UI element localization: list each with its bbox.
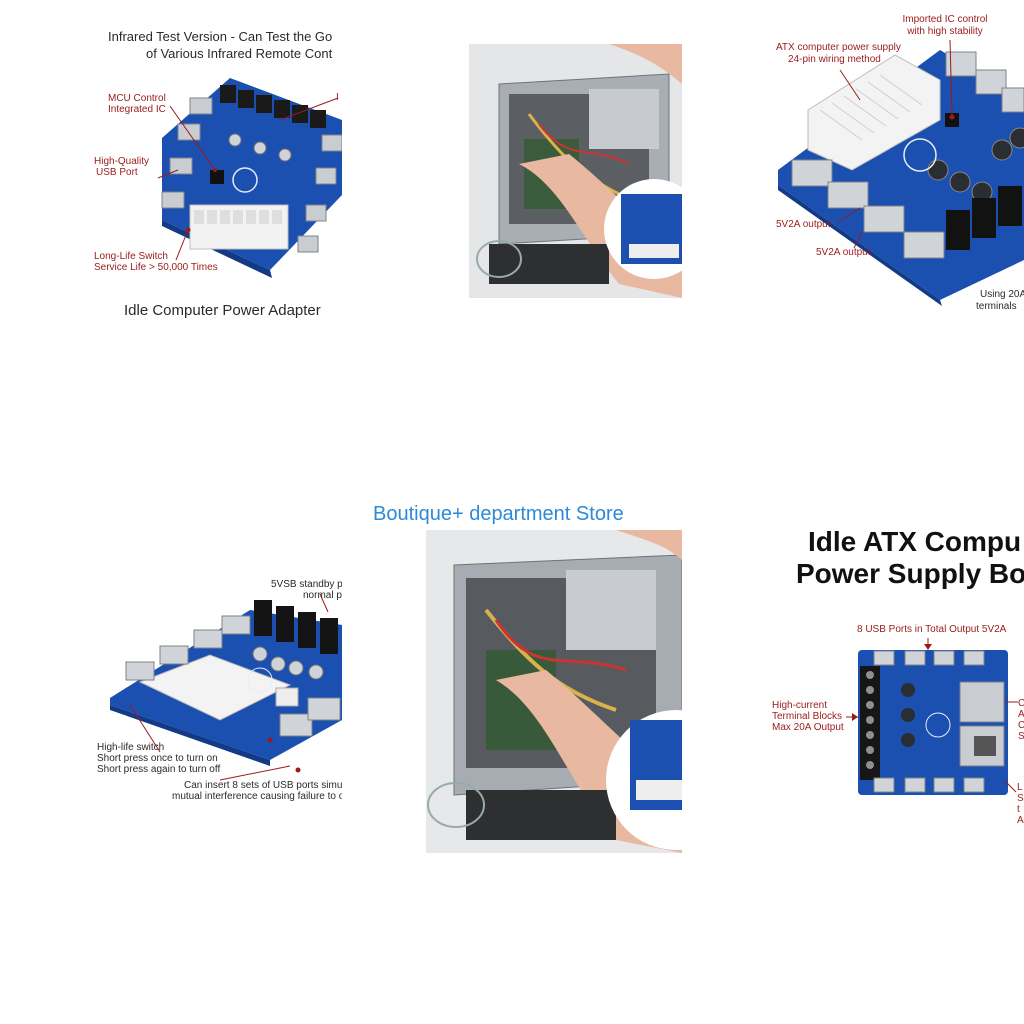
tile4-standby-line2: normal p — [303, 590, 342, 601]
tile1-mcu-line1: MCU Control — [108, 93, 166, 104]
tile1-usb-line2: USB Port — [96, 167, 138, 178]
tile3-out2: 5V2A output — [816, 247, 871, 258]
tile3-out1: 5V2A output — [776, 219, 831, 230]
tile6-right1-line2: A — [1018, 709, 1024, 720]
tile6-title-line1: Idle ATX Compu — [808, 526, 1022, 557]
tile4-switch-line3: Short press again to turn off — [97, 764, 221, 775]
tile3-terminal-line1: Using 20A — [980, 289, 1024, 300]
computer-case-photo-2 — [426, 530, 682, 853]
tile1-title-line1: Infrared Test Version - Can Test the Go — [108, 29, 333, 44]
store-name-watermark: Boutique+ department Store — [373, 503, 624, 525]
tile1-mcu-line2: Integrated IC — [108, 104, 166, 115]
product-image-2[interactable] — [469, 44, 682, 298]
tile3-ic-line1: Imported IC control — [902, 14, 988, 25]
pcb-board-illustration-2 — [778, 39, 1024, 306]
product-image-1[interactable]: Infrared Test Version - Can Test the Go … — [90, 20, 342, 325]
tile3-ic-line2: with high stability — [907, 26, 983, 37]
tile6-terminal-line2: Terminal Blocks — [772, 711, 843, 722]
tile6-right2-line1: L — [1017, 782, 1023, 793]
tile6-right2-line4: A — [1017, 815, 1024, 826]
tile6-usb-label: 8 USB Ports in Total Output 5V2A — [857, 624, 1007, 635]
tile6-title-line2: Power Supply Bo — [796, 558, 1024, 589]
computer-case-photo — [469, 44, 682, 298]
product-image-3[interactable]: Imported IC control with high stability … — [770, 10, 1024, 320]
tile4-usb-line2: mutual interference causing failure to o… — [172, 791, 342, 802]
tile6-terminal-line1: High-current — [772, 700, 828, 711]
tile3-atx-line2: 24-pin wiring method — [788, 54, 881, 65]
pcb-board-illustration-3 — [110, 593, 342, 781]
tile1-title-line2: of Various Infrared Remote Cont — [146, 46, 333, 61]
tile3-terminal-line2: terminals — [976, 301, 1017, 312]
tile1-usb-line1: High-Quality — [94, 156, 150, 167]
tile6-right1-line1: C — [1018, 698, 1024, 709]
pcb-board-illustration — [157, 78, 342, 278]
tile4-switch-line1: High-life switch — [97, 742, 165, 753]
pcb-board-topview — [846, 638, 1018, 795]
tile6-right1-line3: C — [1018, 720, 1024, 731]
tile4-usb-line1: Can insert 8 sets of USB ports simulta — [184, 780, 342, 791]
tile1-switch-line2: Service Life > 50,000 Times — [94, 262, 218, 273]
product-image-5[interactable] — [426, 530, 682, 853]
tile6-right2-line2: S — [1017, 793, 1024, 804]
tile1-right-label: I — [336, 92, 339, 103]
product-image-6[interactable]: Idle ATX Compu Power Supply Bo — [768, 520, 1024, 840]
tile6-right1-line4: S — [1018, 731, 1024, 742]
tile1-switch-line1: Long-Life Switch — [94, 251, 168, 262]
tile6-right2-line3: t — [1017, 804, 1020, 815]
tile3-atx-line1: ATX computer power supply — [776, 42, 901, 53]
tile1-caption: Idle Computer Power Adapter — [124, 302, 321, 319]
tile4-switch-line2: Short press once to turn on — [97, 753, 218, 764]
product-image-4[interactable]: 5VSB standby po normal p High-life switc… — [90, 570, 342, 815]
tile4-standby-line1: 5VSB standby po — [271, 579, 342, 590]
tile6-terminal-line3: Max 20A Output — [772, 722, 844, 733]
